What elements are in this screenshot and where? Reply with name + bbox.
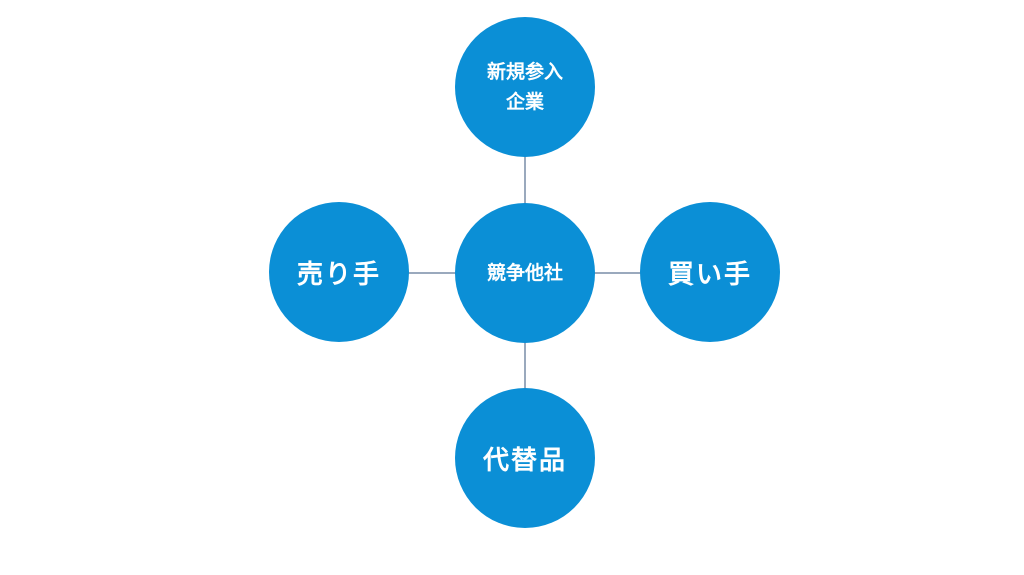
node-buyers: 買い手 [640,202,780,342]
node-buyers-label: 買い手 [667,259,752,290]
node-new-entrants-line2: 企業 [505,91,544,113]
node-new-entrants: 新規参入 企業 [455,17,595,157]
node-suppliers: 売り手 [269,202,409,342]
node-substitutes: 代替品 [455,388,595,528]
node-substitutes-label: 代替品 [482,445,567,476]
node-competitors-label: 競争他社 [486,262,563,284]
connector-bottom [524,341,526,391]
node-competitors: 競争他社 [455,203,595,343]
connector-top [524,155,526,205]
connector-right [593,272,643,274]
connector-left [407,272,457,274]
node-suppliers-label: 売り手 [296,259,381,290]
node-new-entrants-line1: 新規参入 [486,61,563,83]
